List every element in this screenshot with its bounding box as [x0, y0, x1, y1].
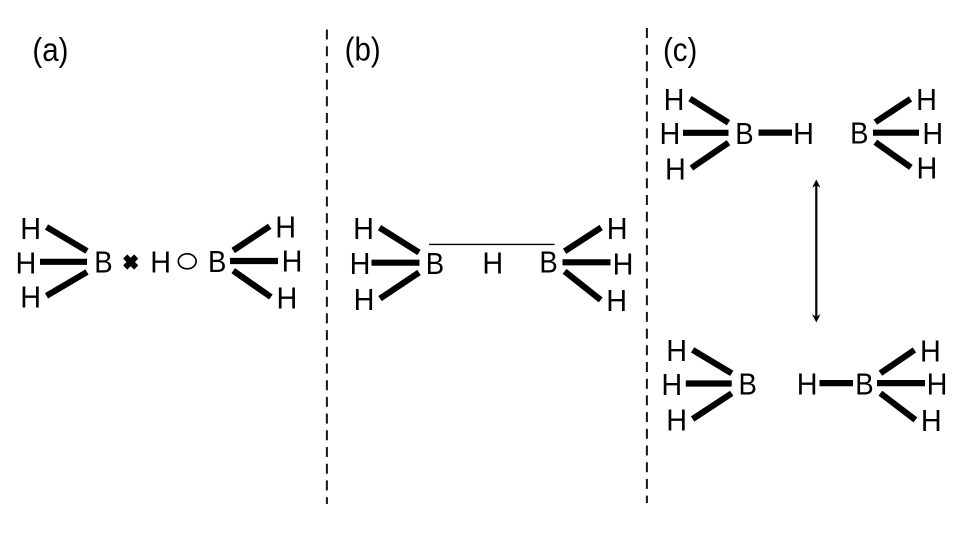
svg-text:H: H	[664, 83, 685, 117]
svg-text:H: H	[275, 211, 296, 245]
svg-text:B: B	[855, 367, 873, 402]
svg-text:H: H	[916, 152, 937, 186]
svg-text:H: H	[20, 212, 41, 246]
svg-text:H: H	[350, 247, 371, 281]
svg-text:H: H	[353, 212, 374, 246]
svg-text:(c): (c)	[663, 30, 697, 68]
svg-text:H: H	[20, 281, 41, 315]
svg-text:H: H	[920, 334, 941, 368]
svg-text:H: H	[282, 245, 303, 279]
svg-text:H: H	[793, 117, 814, 151]
svg-text:B: B	[426, 246, 444, 281]
svg-text:H: H	[666, 334, 687, 368]
svg-text:H: H	[922, 117, 943, 151]
svg-text:H: H	[607, 212, 628, 246]
svg-text:B: B	[739, 367, 757, 402]
svg-text:H: H	[665, 152, 686, 186]
svg-text:B: B	[850, 116, 868, 151]
svg-text:H: H	[606, 284, 627, 318]
svg-text:H: H	[659, 117, 680, 151]
svg-text:H: H	[921, 404, 942, 438]
svg-text:(b): (b)	[345, 30, 381, 68]
svg-text:H: H	[613, 247, 634, 281]
svg-text:H: H	[150, 246, 171, 280]
svg-text:(a): (a)	[32, 30, 68, 68]
svg-text:H: H	[916, 83, 937, 117]
svg-text:B: B	[208, 245, 226, 280]
svg-text:H: H	[354, 283, 375, 317]
svg-text:H: H	[661, 368, 682, 402]
svg-text:H: H	[927, 368, 948, 402]
svg-text:H: H	[15, 246, 36, 280]
svg-text:H: H	[797, 368, 818, 402]
svg-text:B: B	[735, 117, 753, 152]
svg-text:B: B	[539, 245, 557, 280]
svg-text:H: H	[666, 403, 687, 437]
svg-text:H: H	[276, 282, 297, 316]
svg-text:B: B	[94, 245, 112, 280]
svg-text:H: H	[482, 247, 503, 281]
